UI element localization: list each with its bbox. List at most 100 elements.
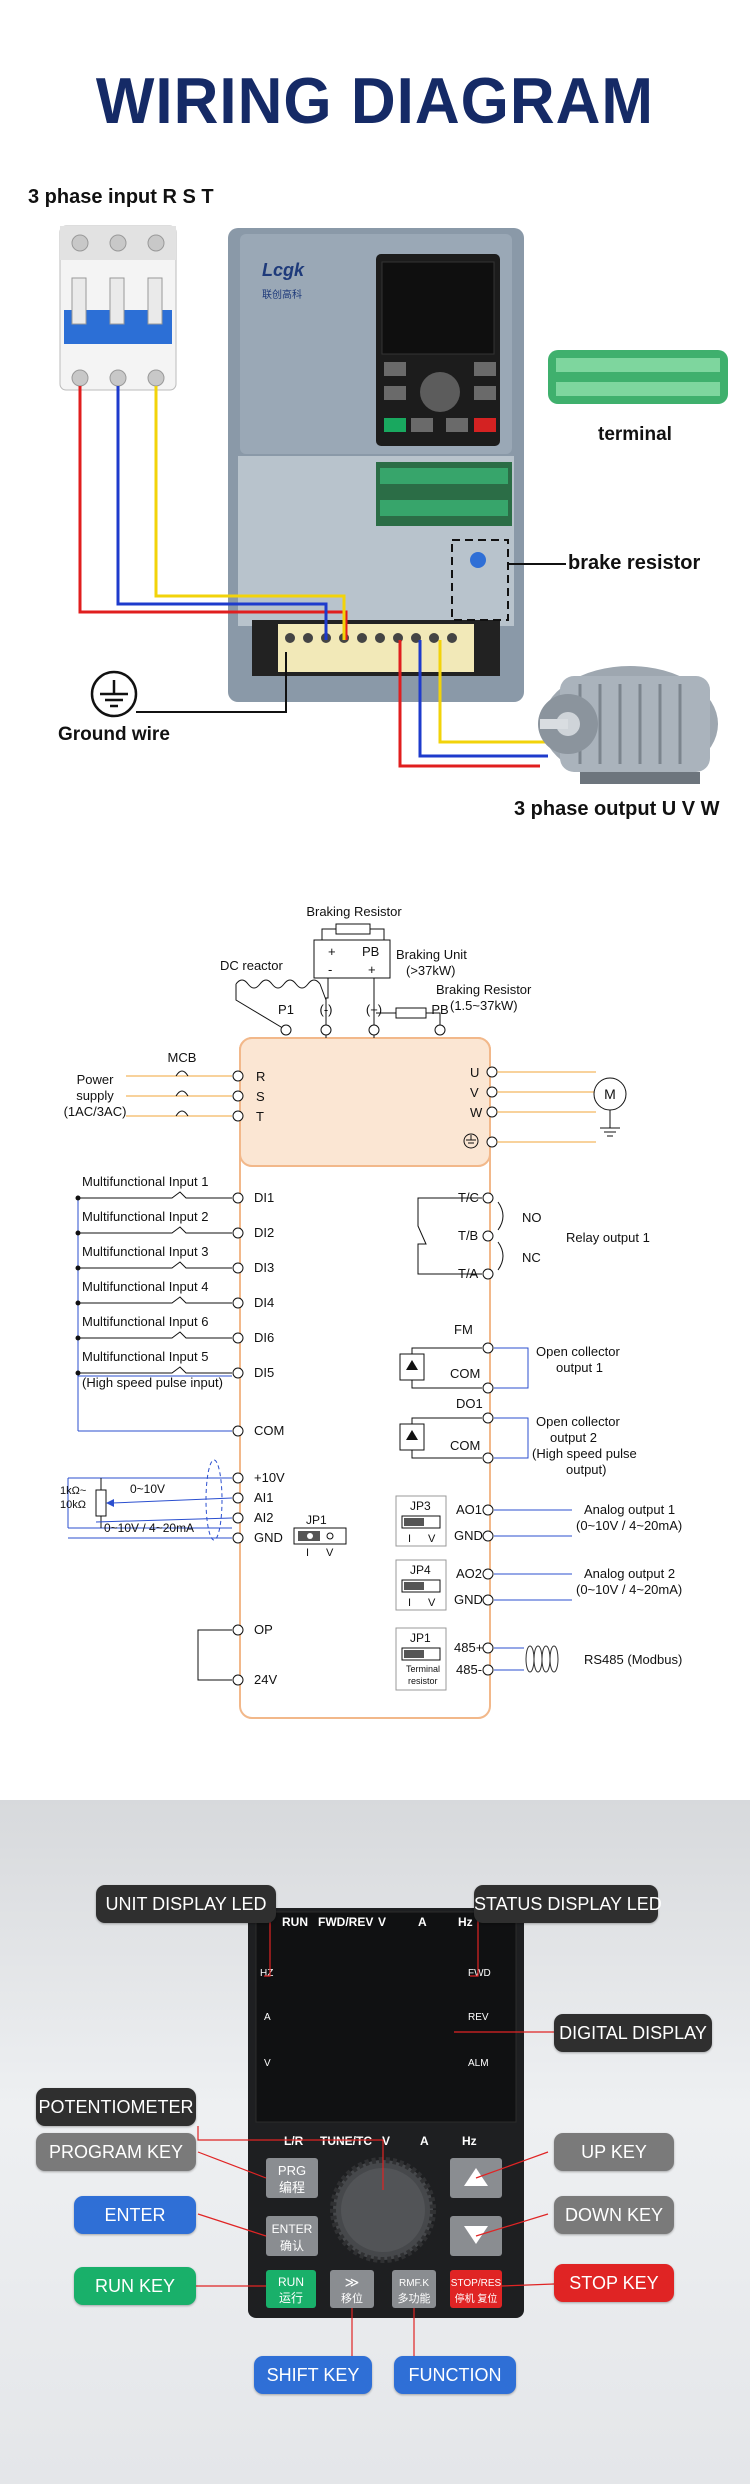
oc1-label-1: Open collector	[536, 1344, 620, 1359]
wiring-photo-section: WIRING DIAGRAM 3 phase input R S T termi…	[0, 0, 750, 880]
term-p1: P1	[278, 1002, 294, 1017]
callout-status-led: STATUS DISPLAY LED	[474, 1885, 662, 1923]
digital-input-label: Multifunctional Input 1	[82, 1174, 208, 1189]
power-supply-label-1: Power	[77, 1072, 115, 1087]
callout-run-key: RUN KEY	[74, 2267, 196, 2305]
led-a-top: A	[418, 1915, 427, 1929]
potentiometer-knob-icon[interactable]	[330, 2157, 436, 2263]
mini-keypad	[376, 254, 500, 446]
digital-input-rows: Multifunctional Input 1DI1Multifunctiona…	[75, 1174, 274, 1380]
term-10v: +10V	[254, 1470, 285, 1485]
rs485-label: RS485 (Modbus)	[584, 1652, 682, 1667]
digital-input-switch	[78, 1331, 232, 1339]
brake-terminal-icon	[470, 552, 486, 568]
page-title: WIRING DIAGRAM	[95, 65, 655, 138]
oc2-label-2: output 2	[550, 1430, 597, 1445]
jp4-i: I	[408, 1597, 411, 1609]
wiring-photo-graphic: Lcgk 联创高科	[59, 225, 728, 784]
stop-key[interactable]: STOP/RES 停机 复位	[450, 2270, 502, 2308]
braking-resistor-top-symbol	[335, 923, 371, 935]
term-485p: 485+	[454, 1640, 483, 1655]
led-hz-top: Hz	[458, 1915, 473, 1929]
wire-s	[116, 386, 328, 640]
enter-key[interactable]: ENTER 确认	[266, 2216, 318, 2256]
term-fm-com: COM	[450, 1366, 480, 1381]
motor-lines	[497, 1071, 596, 1143]
term-do1-com: COM	[450, 1438, 480, 1453]
ground-wire-label: Ground wire	[58, 724, 170, 745]
digital-input-terminal	[232, 1297, 244, 1309]
term-ao1-gnd: GND	[454, 1528, 483, 1543]
jp1-i: I	[306, 1547, 309, 1559]
callout-enter: ENTER	[74, 2196, 196, 2234]
term-ai1: AI1	[254, 1490, 274, 1505]
led-run: RUN	[282, 1915, 308, 1929]
bu-minus-label: -	[328, 962, 332, 977]
term-fm: FM	[454, 1322, 473, 1337]
digital-input-switch	[78, 1261, 232, 1269]
wire-t	[154, 386, 346, 640]
led-a-bottom: A	[420, 2134, 429, 2148]
led-tune: TUNE/TC	[320, 2134, 372, 2148]
terminal-resistor-1: Terminal	[406, 1664, 440, 1674]
braking-unit-label: Braking Unit	[396, 947, 467, 962]
digital-input-switch	[78, 1366, 232, 1374]
ao1-label-1: Analog output 1	[584, 1502, 675, 1517]
jp3-jumper: JP3 I V	[395, 1495, 447, 1547]
high-speed-note: (High speed pulse input)	[82, 1375, 223, 1390]
callout-potentiometer: POTENTIOMETER	[36, 2088, 196, 2126]
bu-plus2-label: +	[368, 962, 376, 977]
jp1b-label: JP1	[410, 1631, 431, 1645]
junction-dot	[75, 1300, 81, 1306]
jp4-v: V	[428, 1597, 436, 1609]
led-hz-bottom: Hz	[462, 2134, 477, 2148]
brand-logo: Lcgk	[262, 260, 305, 280]
digital-input-term-label: DI5	[254, 1365, 274, 1380]
braking-resistor-right-label: Braking Resistor	[436, 982, 532, 997]
run-key-sub: 运行	[279, 2291, 303, 2305]
wire-r	[78, 386, 348, 640]
potentiometer-symbol	[95, 1489, 107, 1517]
term-pb: PB	[431, 1002, 448, 1017]
term-ai2: AI2	[254, 1510, 274, 1525]
wire-v	[418, 640, 548, 758]
relay-nc: NC	[522, 1250, 541, 1265]
mf-key-sub: 多功能	[398, 2291, 431, 2305]
digital-input-terminal	[232, 1367, 244, 1379]
input-label: 3 phase input R S T	[28, 186, 214, 208]
term-do1: DO1	[456, 1396, 483, 1411]
wire-w	[438, 640, 560, 744]
run-key[interactable]: RUN 运行	[266, 2270, 316, 2308]
range-ai2: 0~10V / 4~20mA	[104, 1521, 194, 1535]
stop-key-label: STOP/RES	[451, 2278, 502, 2289]
led-hz-left: HZ	[260, 1968, 273, 1979]
mf-key[interactable]: RMF.K 多功能	[392, 2270, 436, 2308]
term-24v: 24V	[254, 1672, 277, 1687]
twisted-pair-icon	[525, 1645, 559, 1673]
callout-program-key: PROGRAM KEY	[36, 2133, 196, 2171]
term-op: OP	[254, 1622, 273, 1637]
digital-input-term-label: DI6	[254, 1330, 274, 1345]
bu-pb-label: PB	[362, 944, 379, 959]
mcb-switch-icons	[175, 1070, 244, 1122]
jp1-v: V	[326, 1547, 334, 1559]
term-ao2-gnd: GND	[454, 1592, 483, 1607]
pot-label-2: 10kΩ	[60, 1499, 86, 1511]
digital-input-switch	[78, 1296, 232, 1304]
prg-key[interactable]: PRG 编程	[266, 2158, 318, 2198]
schematic-section: Braking Resistor + PB - + Braking Unit (…	[0, 880, 750, 1800]
motor-symbol: M	[604, 1086, 616, 1102]
term-485n: 485-	[456, 1662, 482, 1677]
pot-label-1: 1kΩ~	[60, 1485, 86, 1497]
digital-input-terminal	[232, 1332, 244, 1344]
shift-key[interactable]: ≫ 移位	[330, 2270, 374, 2308]
led-v-left: V	[264, 2058, 271, 2069]
ao2-label-2: (0~10V / 4~20mA)	[576, 1582, 682, 1597]
junction-dot	[75, 1370, 81, 1376]
power-input-lines	[126, 1075, 232, 1117]
term-tb: T/B	[458, 1228, 478, 1243]
jp3-label: JP3	[410, 1499, 431, 1513]
term-ao2: AO2	[456, 1566, 482, 1581]
term-t: T	[256, 1109, 264, 1124]
mf-key-label: RMF.K	[399, 2278, 429, 2289]
